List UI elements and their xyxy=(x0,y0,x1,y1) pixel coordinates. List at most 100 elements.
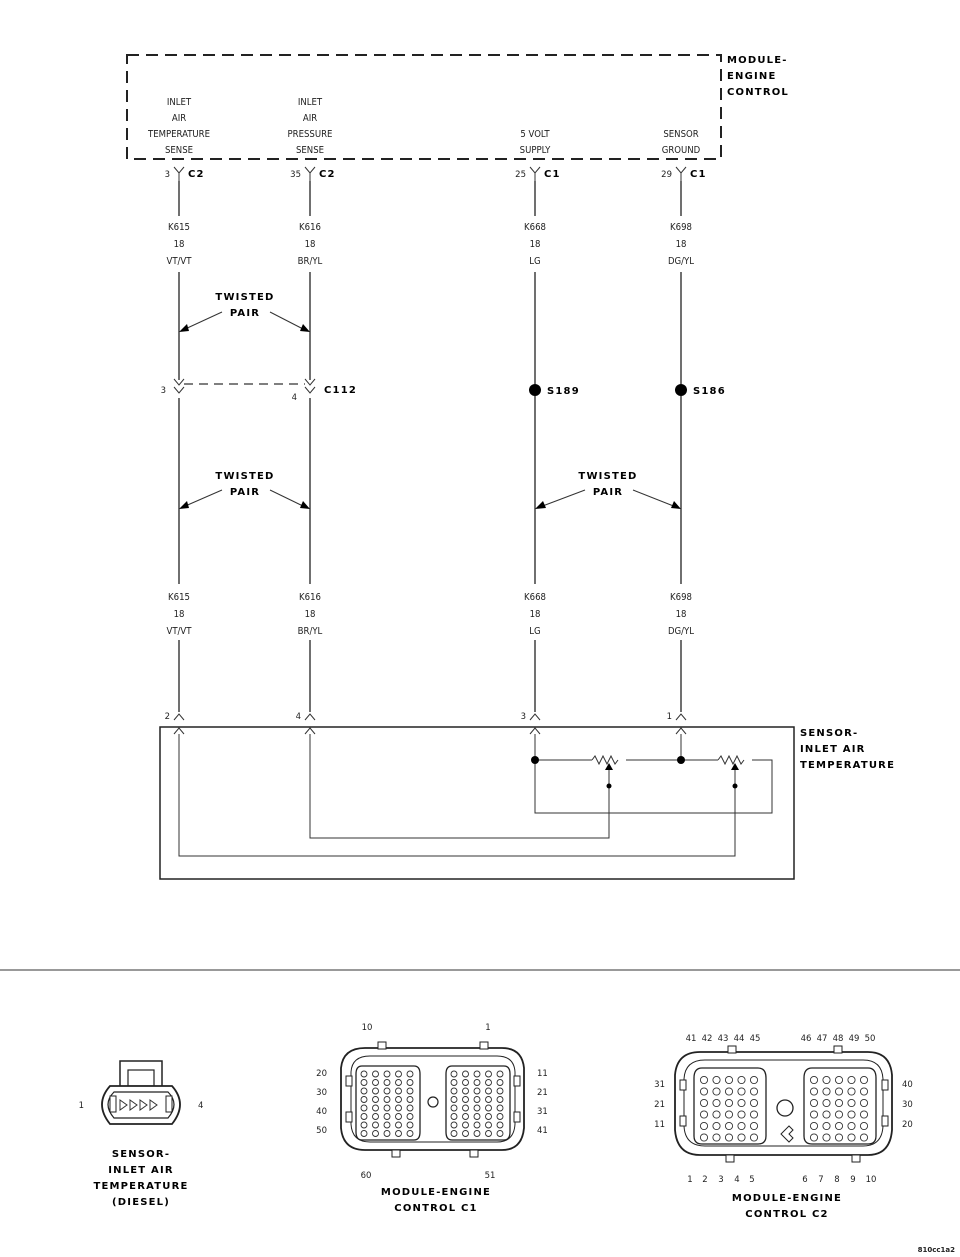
c2-caption: CONTROL C2 xyxy=(745,1209,828,1220)
sensor-pin-number: 3 xyxy=(521,712,526,722)
wire-color: LG xyxy=(529,626,540,637)
wire-circuit: K616 xyxy=(299,222,321,233)
wire-color: DG/YL xyxy=(668,256,694,267)
connector-cavity xyxy=(462,1096,469,1103)
c2-pin-label: 43 xyxy=(718,1034,729,1044)
sensor-internal-circuit xyxy=(178,734,773,857)
connector-cavity xyxy=(473,1087,481,1095)
wire-color: VT/VT xyxy=(166,256,192,267)
c2-pin-label: 44 xyxy=(734,1034,745,1044)
c1-connector-view xyxy=(340,1041,525,1158)
c1-pin-label: 30 xyxy=(316,1088,327,1098)
wire-circuit: K698 xyxy=(670,222,692,233)
connector-cavity xyxy=(485,1113,492,1120)
connector-cavity xyxy=(737,1110,746,1119)
connector-cavity xyxy=(724,1110,734,1119)
connector-cavity xyxy=(847,1098,856,1108)
wire-color: BR/YL xyxy=(298,626,323,637)
connector-cavity xyxy=(749,1075,759,1085)
splice-s189-label: S189 xyxy=(547,386,580,397)
connector-cavity xyxy=(809,1075,819,1085)
wire-color: DG/YL xyxy=(668,626,694,637)
func-label: AIR xyxy=(303,113,317,124)
func-label: SENSE xyxy=(165,145,193,156)
connector-cavity xyxy=(496,1070,504,1078)
connector-cavity xyxy=(473,1113,481,1120)
connector-cavity xyxy=(485,1096,492,1103)
connector-cavity xyxy=(724,1121,734,1131)
twisted-pair-label: TWISTED xyxy=(215,471,274,482)
connector-cavity xyxy=(383,1113,391,1120)
connector-cavity xyxy=(724,1098,734,1108)
connector-cavity xyxy=(406,1130,414,1137)
twisted-pair-arrows xyxy=(179,311,310,332)
twisted-pair-arrows xyxy=(535,489,681,509)
connector-cavity xyxy=(712,1110,721,1119)
twisted-pair-label: PAIR xyxy=(593,487,623,498)
c2-pin-label: 41 xyxy=(686,1034,697,1044)
connector-cavity xyxy=(372,1121,379,1129)
c112-label: C112 xyxy=(324,385,357,396)
func-label: INLET xyxy=(298,97,323,108)
connector-cavity xyxy=(360,1079,368,1086)
connector-cavity xyxy=(450,1070,458,1078)
connector-cavity xyxy=(462,1087,469,1095)
wire-gauge: 18 xyxy=(530,239,541,250)
connector-cavity xyxy=(395,1121,402,1129)
connector-cavity xyxy=(834,1121,844,1131)
c2-pin-label: 11 xyxy=(654,1120,665,1130)
c2-pin-label: 6 xyxy=(802,1175,807,1185)
connector-cavity xyxy=(749,1121,759,1131)
connector-cavity xyxy=(462,1079,469,1086)
connector-cavity xyxy=(699,1121,709,1131)
connector-cavity xyxy=(406,1113,414,1120)
wire-gauge: 18 xyxy=(174,609,185,620)
twisted-pair-label: TWISTED xyxy=(215,292,274,303)
connector-cavity xyxy=(822,1098,831,1108)
wire-gauge: 18 xyxy=(676,609,687,620)
connector-cavity xyxy=(809,1133,819,1142)
sensor-view-caption: TEMPERATURE xyxy=(93,1181,188,1192)
connector-cavity xyxy=(473,1130,481,1137)
c2-caption: MODULE-ENGINE xyxy=(732,1193,842,1204)
module-connector-name: C1 xyxy=(690,169,707,180)
module-title-3: CONTROL xyxy=(727,87,789,98)
connector-cavity xyxy=(406,1087,414,1095)
connector-cavity xyxy=(496,1130,504,1137)
connector-cavity xyxy=(809,1098,819,1108)
c2-pin-label: 7 xyxy=(818,1175,823,1185)
connector-cavity xyxy=(822,1121,831,1131)
connector-cavity xyxy=(859,1133,869,1142)
wire-segments xyxy=(178,181,682,712)
connector-cavity xyxy=(822,1087,831,1096)
sensor-title-2: INLET AIR xyxy=(800,744,866,755)
connector-cavity xyxy=(383,1104,391,1112)
sensor-inlet-air-temperature-box xyxy=(159,726,795,880)
connector-cavity xyxy=(496,1104,504,1112)
func-label: GROUND xyxy=(662,145,701,156)
module-connector-name: C2 xyxy=(188,169,205,180)
connector-cavity xyxy=(699,1087,709,1096)
connector-cavity xyxy=(372,1096,379,1103)
connector-cavity xyxy=(737,1133,746,1142)
connector-cavity xyxy=(462,1121,469,1129)
c1-pin-label: 50 xyxy=(316,1126,327,1136)
splice-s186-label: S186 xyxy=(693,386,726,397)
connector-cavity xyxy=(737,1075,746,1085)
func-label: TEMPERATURE xyxy=(147,129,210,140)
c2-pin-label: 3 xyxy=(718,1175,723,1185)
connector-cavity xyxy=(406,1079,414,1086)
wire-gauge: 18 xyxy=(305,239,316,250)
connector-cavity xyxy=(450,1104,458,1112)
c2-pin-label: 4 xyxy=(734,1175,739,1185)
func-label: SUPPLY xyxy=(520,145,551,156)
c2-pin-label: 50 xyxy=(865,1034,876,1044)
sensor-view-caption: SENSOR- xyxy=(112,1149,170,1160)
connector-cavity xyxy=(462,1113,469,1120)
wire-circuit: K615 xyxy=(168,222,190,233)
connector-cavity xyxy=(360,1087,368,1095)
connector-cavity xyxy=(383,1087,391,1095)
module-engine-control-box xyxy=(126,54,722,160)
sensor-connector-view xyxy=(101,1060,181,1125)
connector-cavity xyxy=(360,1130,368,1137)
